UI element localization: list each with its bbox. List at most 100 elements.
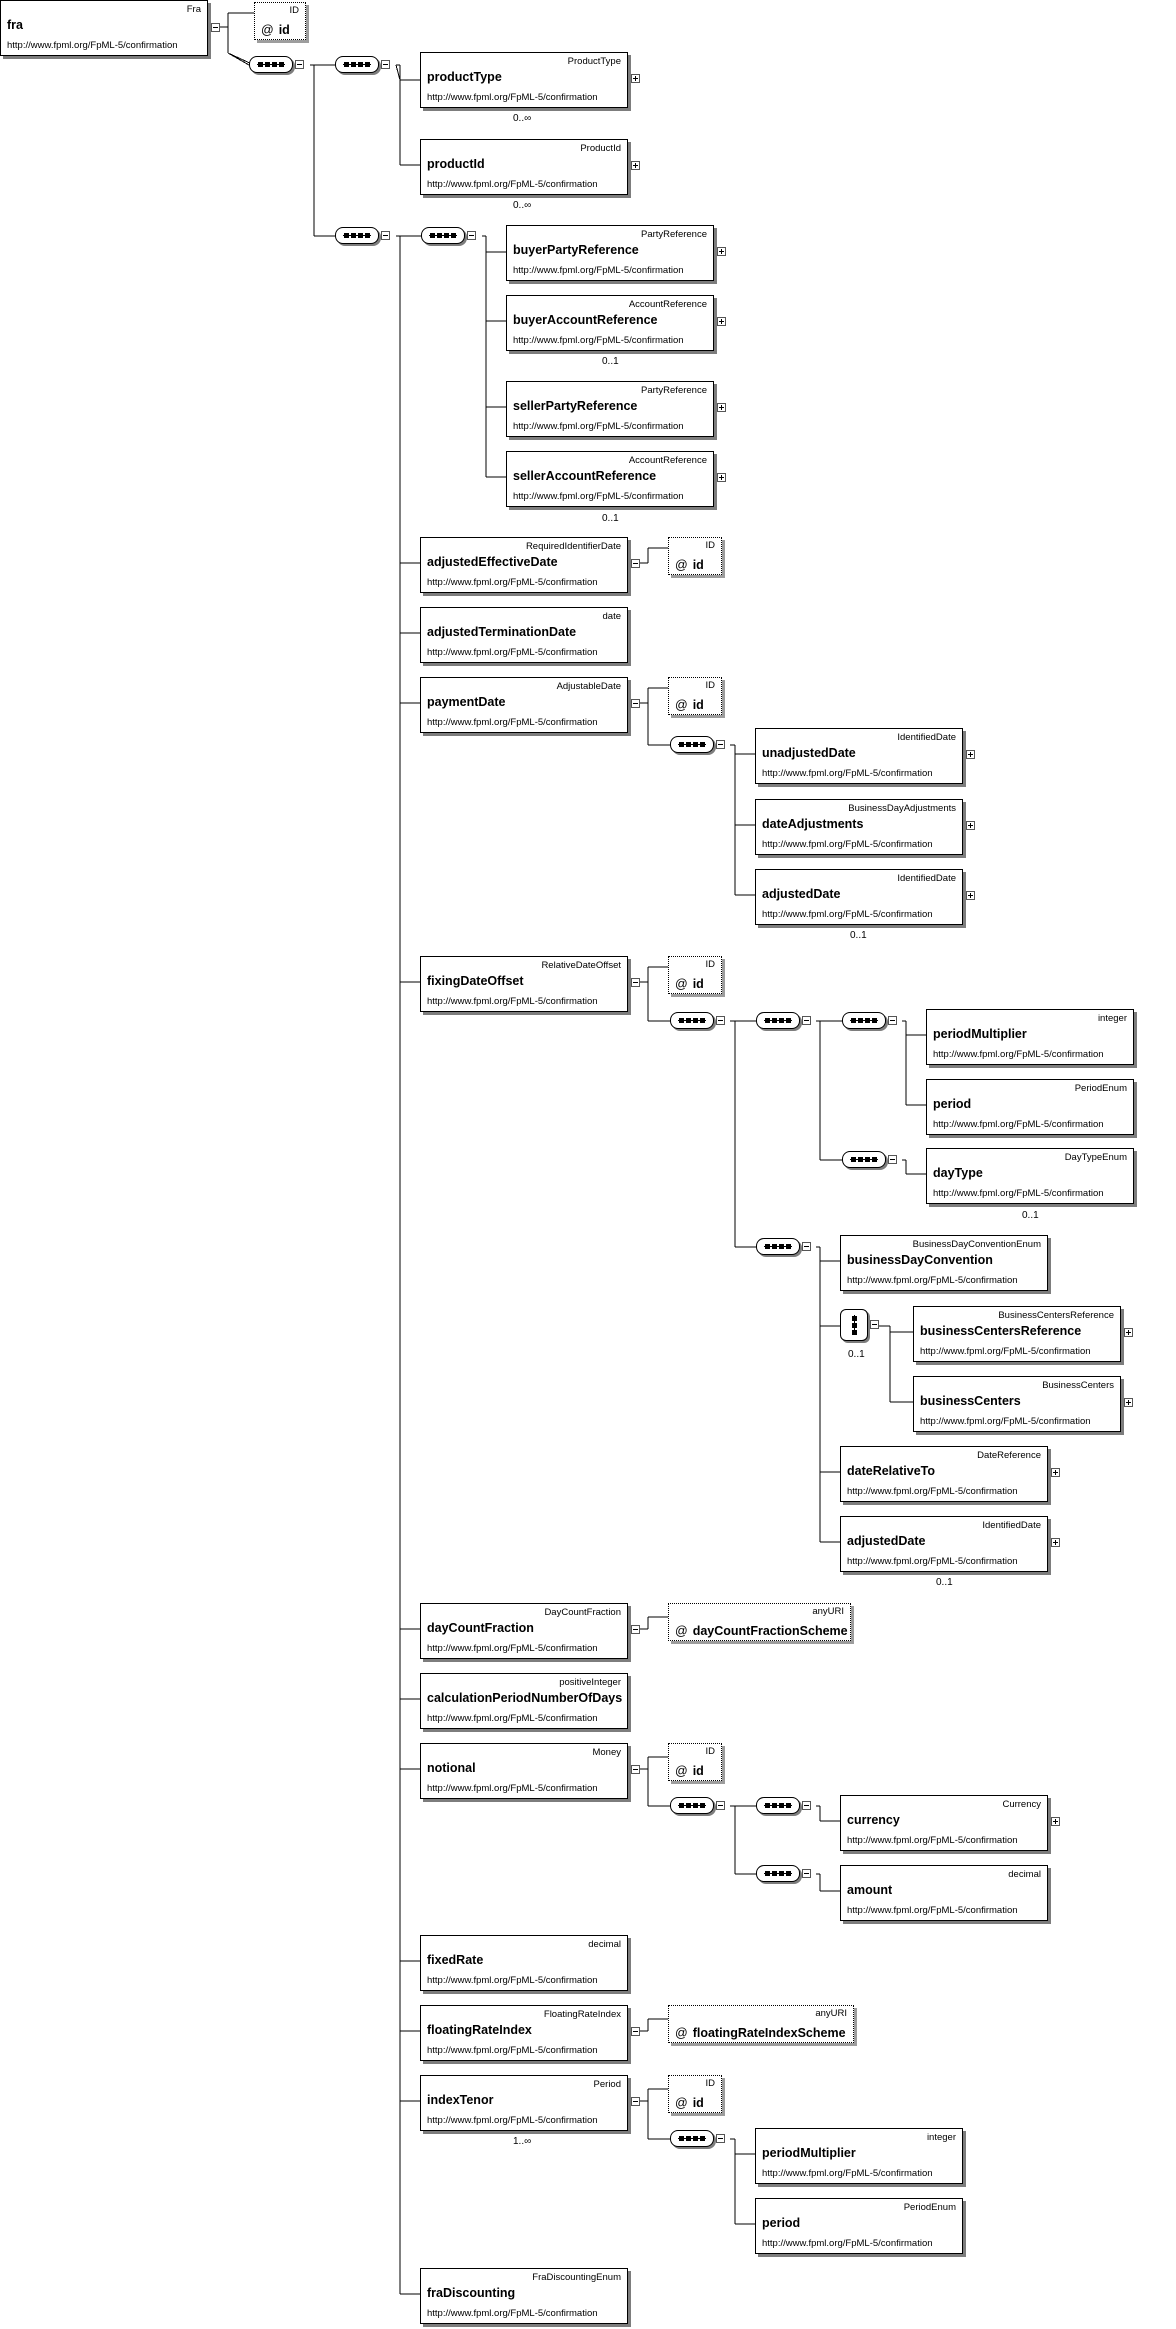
expand-icon[interactable]	[717, 317, 726, 326]
collapse-icon[interactable]	[716, 1801, 725, 1810]
attribute-box[interactable]: ID@id	[668, 1743, 722, 1781]
expand-icon[interactable]	[966, 891, 975, 900]
sequence-icon[interactable]	[756, 1865, 800, 1882]
collapse-icon[interactable]	[802, 1869, 811, 1878]
collapse-icon[interactable]	[802, 1016, 811, 1025]
collapse-icon[interactable]	[381, 60, 390, 69]
collapse-icon[interactable]	[631, 978, 640, 987]
element-name: adjustedDate	[847, 1534, 926, 1548]
sequence-icon[interactable]	[842, 1012, 886, 1029]
expand-icon[interactable]	[1124, 1328, 1133, 1337]
namespace-label: http://www.fpml.org/FpML-5/confirmation	[847, 1486, 1018, 1497]
collapse-icon[interactable]	[802, 1801, 811, 1810]
expand-icon[interactable]	[631, 74, 640, 83]
expand-icon[interactable]	[717, 247, 726, 256]
sequence-dot	[365, 233, 370, 238]
sequence-icon[interactable]	[335, 227, 379, 244]
collapse-icon[interactable]	[888, 1155, 897, 1164]
sequence-icon[interactable]	[842, 1151, 886, 1168]
attribute-box[interactable]: anyURI@floatingRateIndexScheme	[668, 2005, 854, 2043]
attribute-box[interactable]: ID@id	[668, 537, 722, 575]
attribute-box[interactable]: ID@id	[668, 677, 722, 715]
attribute-at-icon: @	[675, 2026, 688, 2040]
attribute-box[interactable]: ID@id	[668, 956, 722, 994]
collapse-icon[interactable]	[870, 1320, 879, 1329]
sequence-icon[interactable]	[249, 56, 293, 73]
sequence-icon[interactable]	[670, 1012, 714, 1029]
collapse-icon[interactable]	[631, 1625, 640, 1634]
namespace-label: http://www.fpml.org/FpML-5/confirmation	[427, 92, 598, 103]
collapse-icon[interactable]	[631, 1765, 640, 1774]
sequence-icon[interactable]	[670, 1797, 714, 1814]
collapse-icon[interactable]	[381, 231, 390, 240]
collapse-icon[interactable]	[631, 2097, 640, 2106]
collapse-icon[interactable]	[716, 2134, 725, 2143]
collapse-icon[interactable]	[802, 1242, 811, 1251]
sequence-icon[interactable]	[756, 1238, 800, 1255]
sequence-icon[interactable]	[756, 1012, 800, 1029]
sequence-icon[interactable]	[670, 736, 714, 753]
attribute-box[interactable]: ID@id	[254, 2, 306, 40]
expand-icon[interactable]	[631, 161, 640, 170]
expand-icon[interactable]	[966, 750, 975, 759]
namespace-label: http://www.fpml.org/FpML-5/confirmation	[762, 2168, 933, 2179]
namespace-label: http://www.fpml.org/FpML-5/confirmation	[427, 2308, 598, 2319]
sequence-icon[interactable]	[335, 56, 379, 73]
collapse-icon[interactable]	[716, 740, 725, 749]
sequence-icon[interactable]	[670, 2130, 714, 2147]
collapse-icon[interactable]	[631, 559, 640, 568]
expand-icon[interactable]	[717, 403, 726, 412]
sequence-icon[interactable]	[756, 1797, 800, 1814]
expand-icon[interactable]	[717, 473, 726, 482]
collapse-icon[interactable]	[295, 60, 304, 69]
sequence-icon[interactable]	[421, 227, 465, 244]
choice-icon[interactable]	[840, 1309, 868, 1341]
expand-icon[interactable]	[1051, 1538, 1060, 1547]
expand-icon[interactable]	[1124, 1398, 1133, 1407]
collapse-icon[interactable]	[467, 231, 476, 240]
collapse-icon[interactable]	[716, 1016, 725, 1025]
expand-icon[interactable]	[966, 821, 975, 830]
collapse-icon[interactable]	[631, 2027, 640, 2036]
collapse-icon[interactable]	[211, 23, 220, 32]
expand-icon[interactable]	[1051, 1468, 1060, 1477]
attribute-box[interactable]: anyURI@dayCountFractionScheme	[668, 1603, 851, 1641]
collapse-icon[interactable]	[631, 699, 640, 708]
expand-icon[interactable]	[1051, 1817, 1060, 1826]
collapse-icon[interactable]	[888, 1016, 897, 1025]
attribute-box[interactable]: ID@id	[668, 2075, 722, 2113]
